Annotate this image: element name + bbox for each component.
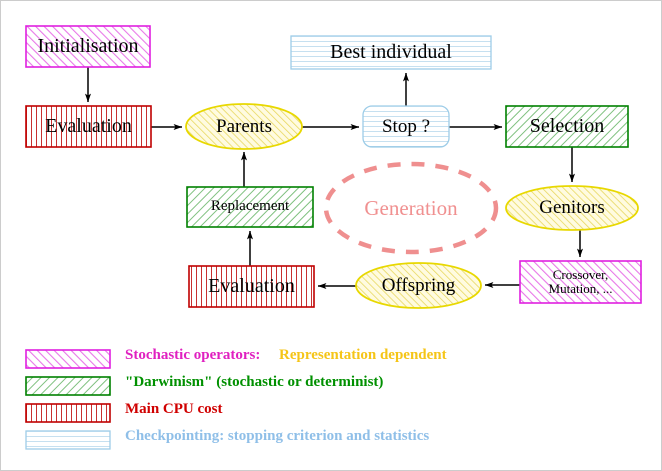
node-selection[interactable] <box>505 105 629 148</box>
node-replacement[interactable] <box>186 186 314 228</box>
node-best-individual[interactable] <box>290 35 492 70</box>
node-parents[interactable] <box>185 103 303 150</box>
edges-group <box>85 67 584 290</box>
legend-swatch-stochastic <box>25 349 111 369</box>
node-initialisation[interactable] <box>25 25 151 68</box>
legend-label-stochastic-extra: Representation dependent <box>279 347 447 363</box>
legend-label-stochastic: Stochastic operators: <box>125 347 261 363</box>
node-generation[interactable] <box>323 161 499 255</box>
legend-label-cpu: Main CPU cost <box>125 401 223 417</box>
node-offspring[interactable] <box>355 262 482 309</box>
legend-label-darwinism: "Darwinism" (stochastic or determinist) <box>125 374 384 390</box>
node-stop[interactable] <box>362 105 450 148</box>
legend-swatch-darwinism <box>25 376 111 396</box>
node-evaluation-bottom[interactable] <box>188 265 315 308</box>
node-genitors[interactable] <box>505 185 639 231</box>
shapes-group <box>25 25 642 309</box>
legend-swatches-group <box>25 349 111 450</box>
legend-label-checkpointing: Checkpointing: stopping criterion and st… <box>125 428 430 444</box>
legend-swatch-cpu <box>25 403 111 423</box>
node-evaluation-top[interactable] <box>25 105 152 148</box>
node-crossover[interactable] <box>519 260 642 304</box>
legend-swatch-checkpointing <box>25 430 111 450</box>
